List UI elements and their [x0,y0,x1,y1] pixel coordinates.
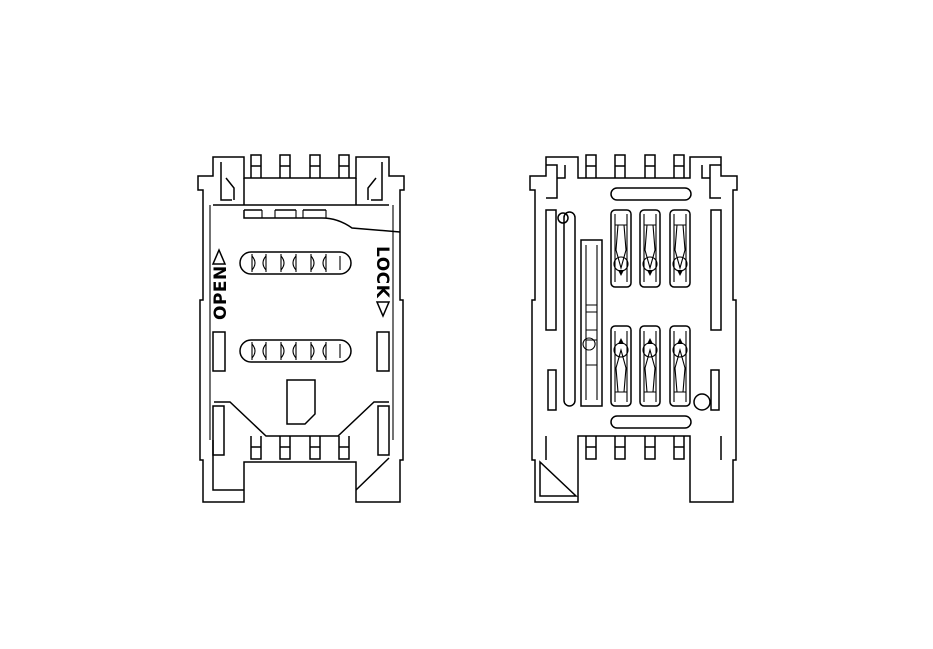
detect-switch [580,239,603,407]
locator-hole-large [693,393,711,411]
center-tab [286,379,316,425]
top-view-side-rails [209,205,394,440]
bottom-view-rail-left [545,209,557,411]
oval-slot-bottom [610,415,692,429]
triangle-up-icon [211,248,227,265]
bottom-view-top-terminals [585,154,685,178]
detect-rod [563,211,576,407]
connector-bottom-view [529,154,738,503]
contacts-lower-row [610,325,691,407]
pin1-corner-marker [539,460,578,497]
bottom-latch-left [212,405,225,456]
bottom-hook-right [355,457,390,491]
side-window-left [212,331,226,372]
top-view-top-terminals [250,154,350,178]
open-label: OPEN [211,265,231,320]
contact-slot-upper [239,251,352,275]
connector-top-view: OPEN LOCK [197,154,405,503]
bottom-hook-left [212,440,244,491]
top-view-lid-lower [214,401,389,437]
side-window-right [376,331,390,372]
bottom-view-bottom-terminals [585,436,685,460]
contact-slot-lower [239,339,352,363]
bottom-view-corners [546,164,721,199]
contacts-upper-row [610,209,691,288]
locator-hole-small [557,212,569,224]
top-view-bottom-terminals [250,436,350,460]
oval-slot-top [610,187,692,201]
bottom-view-body-outline [529,156,738,503]
bottom-view-rail-right [710,209,722,411]
top-view-body-outline [197,156,405,503]
triangle-down-icon [375,301,391,318]
top-view-lid-upper [213,162,389,206]
lock-label: LOCK [372,246,392,299]
top-view-lid-panel [243,209,401,233]
bottom-view-feet [545,436,722,460]
bottom-latch-right [377,405,390,456]
